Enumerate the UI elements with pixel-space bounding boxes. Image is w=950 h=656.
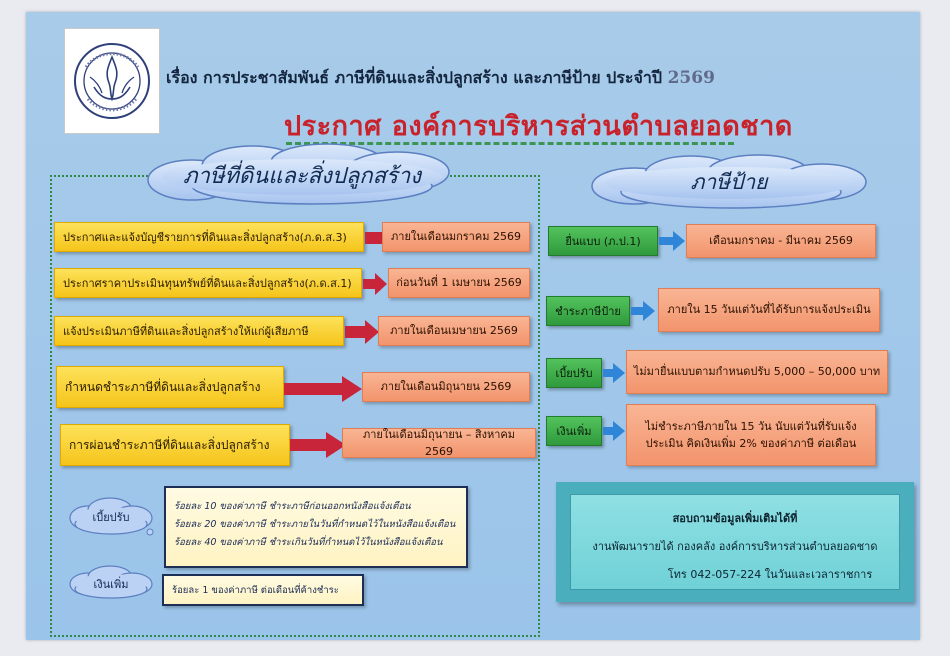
land-tax-step-1: ประกาศและแจ้งบัญชีรายการที่ดินและสิ่งปลู… bbox=[54, 222, 364, 252]
land-tax-step-1-label: ประกาศและแจ้งบัญชีรายการที่ดินและสิ่งปลู… bbox=[63, 231, 347, 244]
cloud-icon bbox=[591, 154, 867, 209]
fine-note-3: ร้อยละ 40 ของค่าภาษี ชำระเกินวันที่กำหนด… bbox=[174, 537, 443, 548]
land-tax-step-5-deadline: ภายในเดือนมิถุนายน – สิงหาคม 2569 bbox=[342, 428, 536, 458]
right-arrow-icon bbox=[603, 363, 625, 383]
right-arrow-icon bbox=[363, 273, 387, 295]
sign-tax-step-3: เบี้ยปรับ bbox=[546, 358, 602, 388]
header-title-text: เรื่อง การประชาสัมพันธ์ ภาษีที่ดินและสิ่… bbox=[166, 68, 662, 87]
land-tax-heading: ภาษีที่ดินและสิ่งปลูกสร้าง bbox=[183, 164, 421, 189]
contact-box-inner: สอบถามข้อมูลเพิ่มเติมได้ที่ งานพัฒนารายไ… bbox=[570, 494, 900, 590]
land-tax-step-4: กำหนดชำระภาษีที่ดินและสิ่งปลูกสร้าง bbox=[56, 366, 284, 408]
land-tax-step-5-label: การผ่อนชำระภาษีที่ดินและสิ่งปลูกสร้าง bbox=[69, 437, 270, 452]
land-tax-step-1-deadline: ภายในเดือนมกราคม 2569 bbox=[382, 222, 530, 252]
right-arrow-icon bbox=[284, 376, 362, 402]
land-tax-step-4-deadline: ภายในเดือนมิถุนายน 2569 bbox=[362, 372, 530, 402]
surcharge-cloud-label: เงินเพิ่ม bbox=[93, 578, 129, 591]
contact-phone: โทร 042-057-224 ในวันและเวลาราชการ bbox=[667, 568, 873, 581]
sign-tax-step-4-detail-line2: ประเมิน คิดเงินเพิ่ม 2% ของค่าภาษี ต่อเด… bbox=[645, 437, 857, 450]
land-tax-step-5: การผ่อนชำระภาษีที่ดินและสิ่งปลูกสร้าง bbox=[60, 424, 290, 466]
agency-seal-logo bbox=[64, 28, 160, 134]
land-tax-step-4-label: กำหนดชำระภาษีที่ดินและสิ่งปลูกสร้าง bbox=[65, 379, 261, 394]
fine-notes: ร้อยละ 10 ของค่าภาษี ชำระภาษีก่อนออกหนัง… bbox=[164, 486, 468, 568]
header-divider bbox=[286, 142, 734, 145]
sign-tax-step-4-detail: ไม่ชำระภาษีภายใน 15 วัน นับแต่วันที่รับแ… bbox=[626, 404, 876, 466]
land-tax-step-3-label: แจ้งประเมินภาษีที่ดินและสิ่งปลูกสร้างให้… bbox=[63, 325, 309, 338]
right-arrow-icon bbox=[631, 301, 655, 321]
sign-tax-step-4-detail-line1: ไม่ชำระภาษีภายใน 15 วัน นับแต่วันที่รับแ… bbox=[645, 419, 857, 433]
header-title: เรื่อง การประชาสัมพันธ์ ภาษีที่ดินและสิ่… bbox=[166, 66, 906, 91]
right-arrow-icon bbox=[603, 421, 625, 441]
fine-note-2: ร้อยละ 20 ของค่าภาษี ชำระภายในวันที่กำหน… bbox=[174, 519, 456, 530]
sign-tax-heading: ภาษีป้าย bbox=[690, 170, 768, 194]
sign-tax-step-3-detail: ไม่มายื่นแบบตามกำหนดปรับ 5,000 – 50,000 … bbox=[626, 350, 888, 394]
sign-tax-heading-cloud: ภาษีป้าย bbox=[586, 152, 872, 210]
right-arrow-icon bbox=[345, 320, 379, 344]
land-tax-step-2-deadline: ก่อนวันที่ 1 เมษายน 2569 bbox=[388, 268, 530, 298]
sign-tax-step-4: เงินเพิ่ม bbox=[546, 416, 602, 446]
surcharge-note-text: ร้อยละ 1 ของค่าภาษี ต่อเดือนที่ค้างชำระ bbox=[172, 585, 339, 596]
land-tax-step-3-deadline: ภายในเดือนเมษายน 2569 bbox=[378, 316, 530, 346]
land-tax-step-2: ประกาศราคาประเมินทุนทรัพย์ที่ดินและสิ่งป… bbox=[54, 268, 362, 298]
poster: เรื่อง การประชาสัมพันธ์ ภาษีที่ดินและสิ่… bbox=[26, 12, 920, 640]
fine-note-1: ร้อยละ 10 ของค่าภาษี ชำระภาษีก่อนออกหนัง… bbox=[174, 501, 411, 512]
right-arrow-icon bbox=[290, 432, 346, 458]
cloud-icon bbox=[69, 497, 154, 536]
cloud-icon bbox=[69, 565, 153, 599]
contact-title: สอบถามข้อมูลเพิ่มเติมได้ที่ bbox=[672, 512, 798, 525]
fine-cloud: เบี้ยปรับ bbox=[66, 494, 156, 538]
land-tax-heading-cloud: ภาษีที่ดินและสิ่งปลูกสร้าง bbox=[142, 142, 462, 206]
surcharge-note: ร้อยละ 1 ของค่าภาษี ต่อเดือนที่ค้างชำระ bbox=[162, 574, 364, 606]
sign-tax-step-2-detail: ภายใน 15 วันแต่วันที่ได้รับการแจ้งประเมิ… bbox=[658, 288, 880, 332]
header-subtitle: ประกาศ องค์การบริหารส่วนตำบลยอดชาด bbox=[284, 111, 793, 142]
agency-seal-icon bbox=[74, 43, 150, 119]
sign-tax-step-1: ยื่นแบบ (ภ.ป.1) bbox=[548, 226, 658, 256]
right-arrow-icon bbox=[659, 231, 685, 251]
land-tax-step-3: แจ้งประเมินภาษีที่ดินและสิ่งปลูกสร้างให้… bbox=[54, 316, 344, 346]
surcharge-cloud: เงินเพิ่ม bbox=[66, 562, 156, 602]
sign-tax-step-2: ชำระภาษีป้าย bbox=[546, 296, 630, 326]
contact-office: งานพัฒนารายได้ กองคลัง องค์การบริหารส่วน… bbox=[592, 540, 878, 553]
header-year: 2569 bbox=[667, 68, 715, 88]
contact-box: สอบถามข้อมูลเพิ่มเติมได้ที่ งานพัฒนารายไ… bbox=[556, 482, 914, 602]
sign-tax-step-1-detail: เดือนมกราคม - มีนาคม 2569 bbox=[686, 224, 876, 258]
fine-cloud-label: เบี้ยปรับ bbox=[92, 511, 130, 524]
land-tax-step-2-label: ประกาศราคาประเมินทุนทรัพย์ที่ดินและสิ่งป… bbox=[63, 277, 352, 290]
cloud-icon bbox=[147, 143, 450, 205]
